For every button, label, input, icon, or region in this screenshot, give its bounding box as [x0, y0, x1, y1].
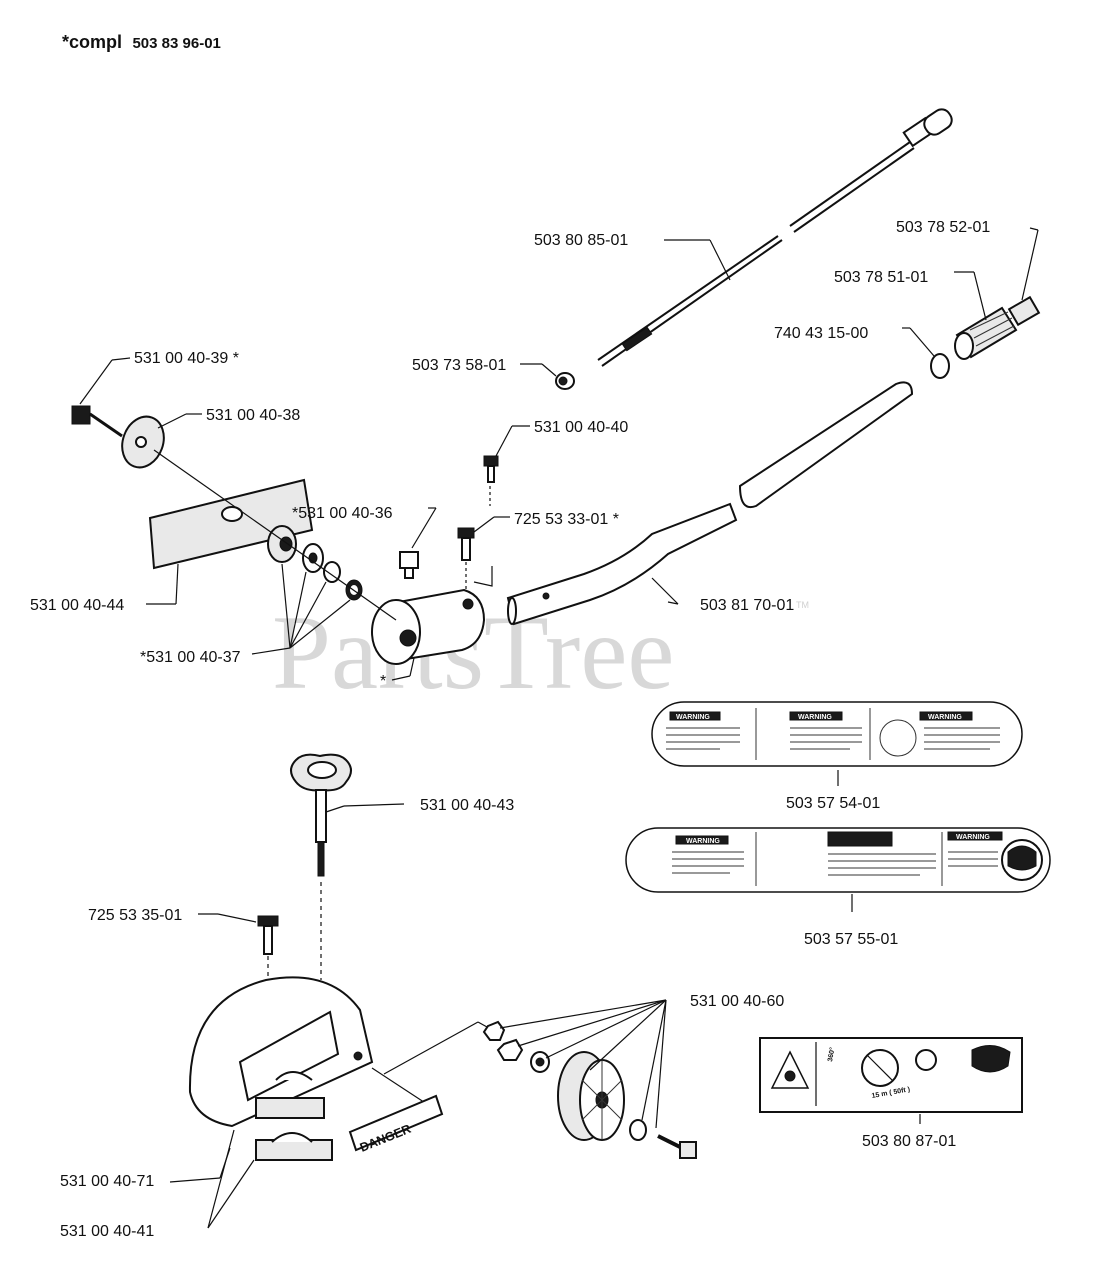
decal-503-80-87: 360° 15 m ( 50ft ): [759, 1037, 1023, 1113]
decal-warning-1: WARNING: [676, 714, 710, 721]
label-531-00-40-44: 531 00 40-44: [30, 597, 124, 614]
label-503-57-55-01: 503 57 55-01: [804, 931, 898, 948]
decal-warning-2: WARNING: [798, 714, 832, 721]
nut-503-78-52: [1007, 295, 1041, 327]
washer-large: [121, 415, 165, 469]
decal-warning-5: WARNING: [956, 834, 990, 841]
label-503-78-51-01: 503 78 51-01: [834, 269, 928, 286]
label-503-57-54-01: 503 57 54-01: [786, 795, 880, 812]
label-531-00-40-39: 531 00 40-39 *: [134, 350, 239, 367]
assembly-number: 503 83 96-01: [132, 35, 220, 52]
screw-531-00-40-40: [483, 455, 499, 506]
o-ring: [930, 353, 950, 379]
label-725-53-35-01: 725 53 35-01: [88, 907, 182, 924]
screw-725-53-33-01: [457, 527, 475, 592]
label-725-53-33-01: 725 53 33-01 *: [514, 511, 619, 528]
label-503-80-87-01: 503 80 87-01: [862, 1133, 956, 1150]
decal-503-57-55: WARNING WARNING: [625, 827, 1051, 893]
decal-503-57-54: WARNING WARNING WARNING: [651, 701, 1023, 767]
label-531-00-40-41: 531 00 40-41: [60, 1223, 154, 1240]
guard-clamp: [255, 1132, 333, 1161]
decal-warning-4: WARNING: [686, 838, 720, 845]
label-531-00-40-60: 531 00 40-60: [690, 993, 784, 1010]
axis-line: [153, 449, 397, 621]
decal-warning-3: WARNING: [928, 714, 962, 721]
guard-wheel: [383, 1020, 697, 1159]
label-star: *: [380, 673, 386, 690]
gear-housing: [371, 588, 486, 665]
label-531-00-40-37: *531 00 40-37: [140, 649, 241, 666]
blade: [148, 478, 314, 570]
label-503-80-85-01: 503 80 85-01: [534, 232, 628, 249]
leader-lines: [79, 227, 1039, 1229]
blade-guard: [188, 976, 374, 1128]
label-503-78-52-01: 503 78 52-01: [896, 219, 990, 236]
shaft-tube: [506, 381, 914, 626]
label-503-73-58-01: 503 73 58-01: [412, 357, 506, 374]
label-531-00-40-40: 531 00 40-40: [534, 419, 628, 436]
housing-bolt: [399, 551, 419, 579]
assembly-header: *compl 503 83 96-01: [62, 32, 221, 52]
assembly-prefix: *compl: [62, 32, 122, 52]
bracket-line: [473, 566, 493, 587]
drive-shaft: [597, 108, 953, 367]
label-531-00-40-43: 531 00 40-43: [420, 797, 514, 814]
screw-503-73-58: [555, 372, 575, 390]
label-531-00-40-36: *531 00 40-36: [292, 505, 393, 522]
bushing: [954, 306, 1018, 360]
blade-screw: [71, 405, 123, 438]
guard-knob: [290, 753, 352, 980]
label-740-43-15-00: 740 43 15-00: [774, 325, 868, 342]
label-503-81-70-01: 503 81 70-01: [700, 597, 794, 614]
danger-decal: DANGER: [348, 1094, 444, 1155]
label-531-00-40-71: 531 00 40-71: [60, 1173, 154, 1190]
watermark-trademark: TM: [796, 600, 809, 610]
decal-angle: 360°: [826, 1047, 836, 1063]
label-531-00-40-38: 531 00 40-38: [206, 407, 300, 424]
